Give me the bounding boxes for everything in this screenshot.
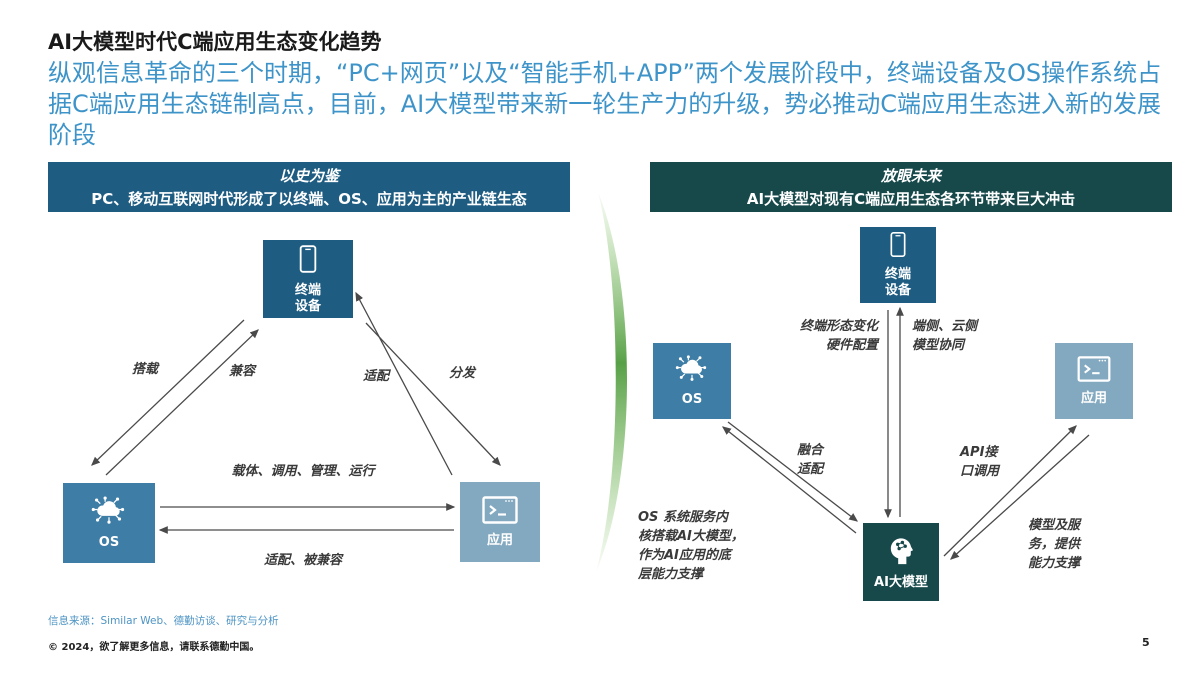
edge-label-api: API接 口调用 [960,445,1000,479]
arrow-ai-to-app [943,425,1077,557]
right-ai-model-label: AI大模型 [874,574,928,590]
left-diagram-arrows [91,291,501,534]
arrow-os-to-ai [727,421,859,522]
os-note: OS 系统服务内 核搭载AI大模型， 作为AI应用的底 层能力支撑 [638,510,744,582]
edge-label-mount: 搭载 [131,362,158,377]
right-panel-header-line1: 放眼未来 [880,167,941,185]
cloud-network-icon [91,495,127,530]
edge-label-compatible: 兼容 [228,364,255,379]
right-app-label: 应用 [1080,390,1107,406]
page-number: 5 [1142,636,1150,649]
divider-swoosh [596,192,628,572]
arrow-adapt [355,291,453,476]
right-diagram: 终端 设备 OS [630,220,1170,615]
head-circuit-icon [885,534,917,570]
right-app-node: 应用 [1055,343,1133,419]
right-diagram-arrows [721,306,1090,560]
model-note: 模型及服 务，提供 能力支撑 [1028,518,1081,571]
arrow-distribute [365,322,501,466]
left-terminal-node: 终端 设备 [263,240,353,318]
left-app-label: 应用 [486,532,513,548]
left-panel-header-line2: PC、移动互联网时代形成了以终端、OS、应用为主的产业链生态 [91,190,527,208]
edge-label-carrier: 载体、调用、管理、运行 [231,464,375,479]
right-terminal-label: 终端 设备 [884,267,911,298]
page-title: AI大模型时代C端应用生态变化趋势 [48,30,382,54]
left-panel-header-line1: 以史为鉴 [278,167,339,185]
right-panel-header-line2: AI大模型对现有C端应用生态各环节带来巨大冲击 [746,190,1076,208]
smartphone-icon [297,244,319,278]
edge-label-adapt: 适配 [362,369,389,384]
left-terminal-label: 终端 设备 [294,282,321,314]
left-diagram: 终端 设备 OS [48,225,570,575]
terminal-window-icon [482,496,518,528]
right-panel-header: 放眼未来 AI大模型对现有C端应用生态各环节带来巨大冲击 [650,162,1172,212]
arrow-ai-to-os [721,426,857,534]
cloud-network-icon [675,354,709,387]
edge-label-fusion: 融合 适配 [796,443,823,477]
edge-label-edge-cloud: 端侧、云侧 模型协同 [912,319,978,353]
arrow-mount [91,319,245,466]
right-ai-model-node: AI大模型 [863,523,939,601]
right-terminal-node: 终端 设备 [860,227,936,303]
left-os-node: OS [63,483,155,563]
left-os-label: OS [98,535,120,551]
arrow-compatible [105,329,259,476]
right-os-label: OS [681,392,703,408]
edge-label-distribute: 分发 [448,366,475,381]
terminal-window-icon [1077,355,1111,386]
edge-label-terminal-form: 终端形态变化 硬件配置 [799,319,878,353]
edge-label-adapt-compat: 适配、被兼容 [263,553,342,568]
smartphone-icon [888,231,908,262]
left-panel-header: 以史为鉴 PC、移动互联网时代形成了以终端、OS、应用为主的产业链生态 [48,162,570,212]
arrow-app-to-ai [950,434,1090,560]
footer-copyright: © 2024，欲了解更多信息，请联系德勤中国。 [48,642,260,653]
right-os-node: OS [653,343,731,419]
left-app-node: 应用 [460,482,540,562]
subtitle: 纵观信息革命的三个时期，“PC+网页”以及“智能手机+APP”两个发展阶段中，终… [48,59,1162,149]
footer-source: 信息来源：Similar Web、德勤访谈、研究与分析 [48,615,279,627]
